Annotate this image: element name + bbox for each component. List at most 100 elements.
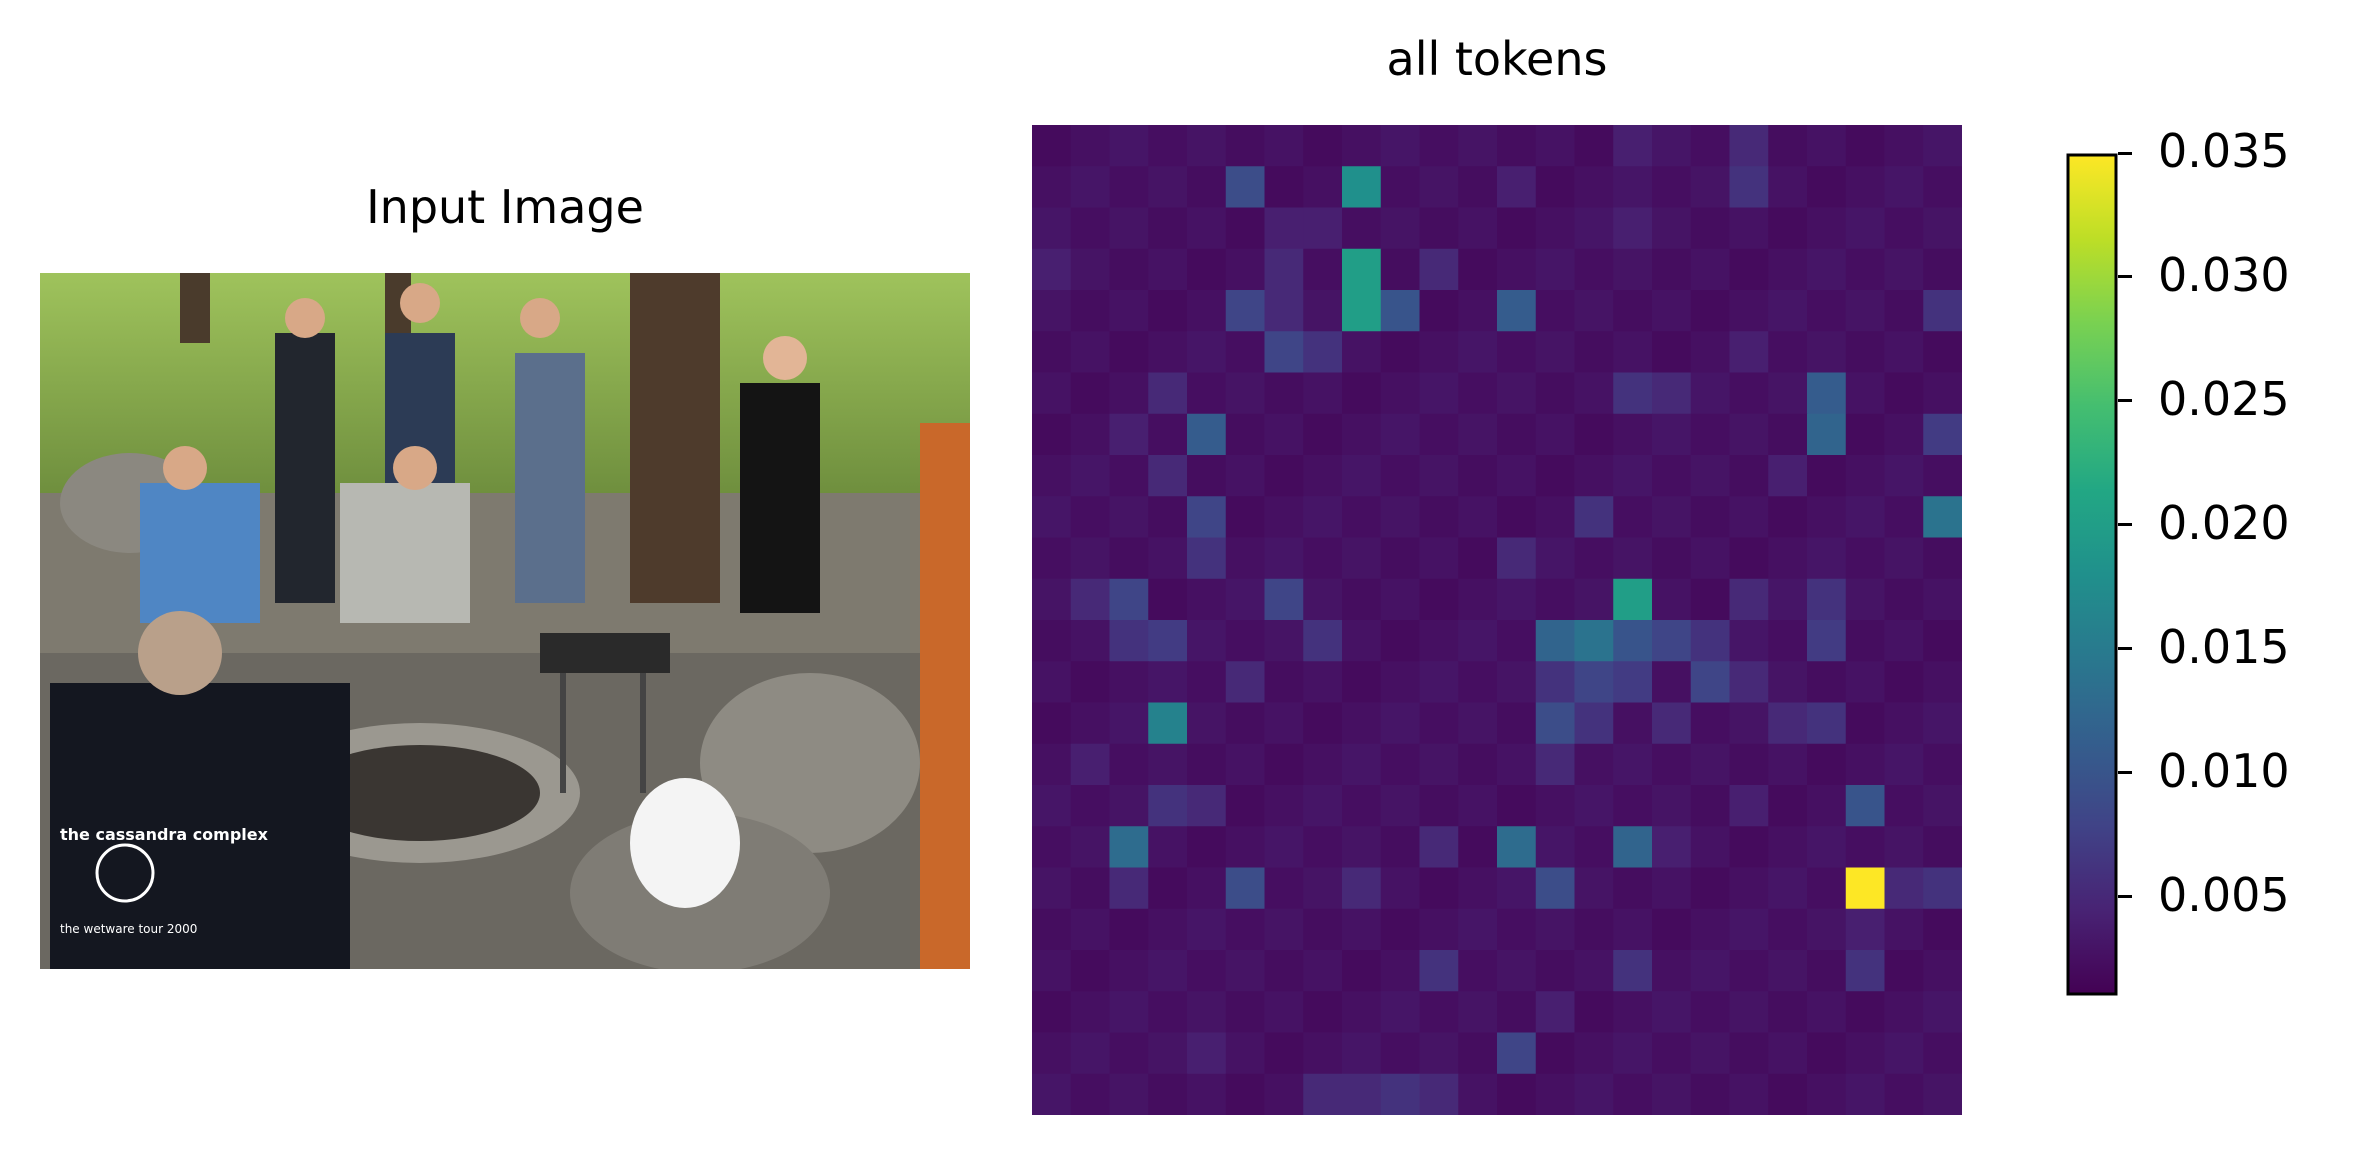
- heatmap-cell: [1303, 785, 1343, 827]
- heatmap-cell: [1032, 578, 1072, 621]
- heatmap-cell: [1109, 496, 1149, 538]
- heatmap-cell: [1574, 455, 1614, 497]
- heatmap-cell: [1458, 578, 1498, 621]
- heatmap-cell: [1303, 537, 1343, 580]
- heatmap-cell: [1535, 372, 1575, 415]
- heatmap-cell: [1070, 785, 1110, 827]
- heatmap-cell: [1225, 413, 1265, 456]
- heatmap-cell: [1574, 578, 1614, 621]
- heatmap-cell: [1380, 991, 1420, 1033]
- heatmap-cell: [1613, 867, 1653, 910]
- heatmap-cell: [1380, 1032, 1420, 1075]
- heatmap-cell: [1148, 867, 1188, 910]
- heatmap-cell: [1652, 578, 1692, 621]
- heatmap-cell: [1535, 661, 1575, 703]
- heatmap-cell: [1923, 578, 1962, 621]
- heatmap-cell: [1070, 826, 1110, 868]
- heatmap-cell: [1923, 166, 1962, 208]
- heatmap-cell: [1419, 537, 1459, 580]
- heatmap-cell: [1497, 166, 1537, 208]
- heatmap-cell: [1458, 372, 1498, 415]
- heatmap-cell: [1768, 166, 1808, 208]
- heatmap-cell: [1109, 1073, 1149, 1115]
- heatmap-cell: [1187, 331, 1227, 373]
- heatmap-cell: [1923, 826, 1962, 868]
- heatmap-cell: [1807, 248, 1847, 291]
- heatmap-cell: [1535, 537, 1575, 580]
- heatmap-cell: [1845, 785, 1885, 827]
- heatmap-cell: [1652, 207, 1692, 250]
- heatmap-cell: [1070, 743, 1110, 786]
- heatmap-cell: [1652, 743, 1692, 786]
- heatmap-cell: [1187, 702, 1227, 745]
- heatmap-cell: [1807, 125, 1847, 167]
- heatmap-cell: [1884, 702, 1924, 745]
- heatmap-cell: [1225, 661, 1265, 703]
- heatmap-cell: [1574, 1073, 1614, 1115]
- colorbar-tick-mark: [2118, 399, 2132, 403]
- heatmap-cell: [1923, 1032, 1962, 1075]
- heatmap-cell: [1729, 867, 1769, 910]
- heatmap-cell: [1032, 1073, 1072, 1115]
- heatmap-cell: [1419, 991, 1459, 1033]
- heatmap-cell: [1187, 661, 1227, 703]
- heatmap-cell: [1729, 413, 1769, 456]
- heatmap-cell: [1303, 743, 1343, 786]
- heatmap-cell: [1652, 372, 1692, 415]
- heatmap-cell: [1225, 578, 1265, 621]
- heatmap-cell: [1264, 867, 1304, 910]
- heatmap-cell: [1845, 1073, 1885, 1115]
- heatmap-cell: [1109, 785, 1149, 827]
- heatmap-cell: [1419, 1032, 1459, 1075]
- heatmap-cell: [1729, 331, 1769, 373]
- heatmap-cell: [1225, 207, 1265, 250]
- heatmap-cell: [1497, 1073, 1537, 1115]
- heatmap-cell: [1884, 908, 1924, 951]
- heatmap-cell: [1690, 372, 1730, 415]
- heatmap-cell: [1070, 290, 1110, 332]
- heatmap-cell: [1845, 290, 1885, 332]
- heatmap-cell: [1109, 125, 1149, 167]
- heatmap-cell: [1613, 166, 1653, 208]
- heatmap-cell: [1458, 702, 1498, 745]
- heatmap-cell: [1613, 372, 1653, 415]
- heatmap-cell: [1690, 166, 1730, 208]
- heatmap-cell: [1923, 125, 1962, 167]
- heatmap-cell: [1032, 908, 1072, 951]
- heatmap-cell: [1807, 331, 1847, 373]
- heatmap-cell: [1342, 372, 1382, 415]
- heatmap-cell: [1807, 372, 1847, 415]
- heatmap-cell: [1923, 207, 1962, 250]
- heatmap-cell: [1884, 991, 1924, 1033]
- heatmap-cell: [1342, 620, 1382, 662]
- heatmap-cell: [1109, 578, 1149, 621]
- heatmap-cell: [1109, 950, 1149, 992]
- colorbar-tick-mark: [2118, 523, 2132, 527]
- heatmap-cell: [1807, 1073, 1847, 1115]
- heatmap-cell: [1458, 1073, 1498, 1115]
- heatmap-cell: [1768, 785, 1808, 827]
- heatmap-cell: [1303, 166, 1343, 208]
- heatmap-cell: [1729, 1073, 1769, 1115]
- heatmap-cell: [1613, 950, 1653, 992]
- heatmap-cell: [1574, 702, 1614, 745]
- heatmap-cell: [1458, 496, 1498, 538]
- heatmap-cell: [1187, 826, 1227, 868]
- heatmap-cell: [1923, 950, 1962, 992]
- heatmap-cell: [1342, 702, 1382, 745]
- heatmap-cell: [1807, 908, 1847, 951]
- heatmap-cell: [1032, 496, 1072, 538]
- heatmap-cell: [1148, 413, 1188, 456]
- heatmap-cell: [1768, 1032, 1808, 1075]
- heatmap-cell: [1884, 1032, 1924, 1075]
- heatmap-cell: [1613, 620, 1653, 662]
- heatmap-cell: [1225, 743, 1265, 786]
- heatmap-cell: [1845, 1032, 1885, 1075]
- heatmap-cell: [1613, 537, 1653, 580]
- heatmap-cell: [1148, 248, 1188, 291]
- heatmap-cell: [1303, 125, 1343, 167]
- heatmap-cell: [1768, 950, 1808, 992]
- heatmap-cell: [1652, 290, 1692, 332]
- heatmap-cell: [1225, 248, 1265, 291]
- heatmap-cell: [1225, 1073, 1265, 1115]
